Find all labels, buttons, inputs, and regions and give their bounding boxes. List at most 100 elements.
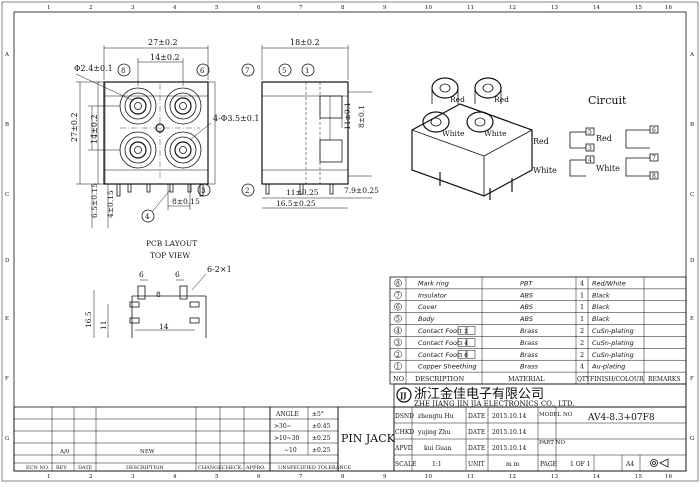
dim-side-d: 16.5±0.25 bbox=[276, 199, 316, 208]
zone-left-B: B bbox=[5, 122, 9, 128]
zone-left-C: C bbox=[5, 192, 9, 198]
svg-text:5: 5 bbox=[588, 129, 592, 136]
svg-text:Brass: Brass bbox=[520, 351, 539, 359]
svg-text:Cover: Cover bbox=[418, 303, 438, 311]
svg-text:1: 1 bbox=[580, 291, 584, 299]
bom-hdr-qty: QTY bbox=[577, 376, 591, 383]
pcb-dim-11: 11 bbox=[99, 320, 108, 330]
svg-text:1:1: 1:1 bbox=[432, 461, 442, 468]
svg-text:CHKD: CHKD bbox=[395, 429, 414, 436]
model-no: AV4-8.3+07F8 bbox=[587, 413, 655, 423]
bom-hdr-no: NO bbox=[393, 375, 404, 383]
company-logo: JJ bbox=[399, 391, 407, 400]
front-jack-tl bbox=[119, 87, 157, 125]
pcb-dim-8: 8 bbox=[156, 290, 161, 299]
zone-top-11: 11 bbox=[467, 5, 474, 11]
svg-text:Contact Foot: Contact Foot bbox=[418, 327, 460, 335]
svg-text:PAGE: PAGE bbox=[540, 461, 557, 468]
dim-pin-4: 4±0.15 bbox=[106, 190, 115, 218]
zone-bottom-13: 13 bbox=[551, 474, 558, 480]
zone-left-A: A bbox=[4, 52, 10, 58]
zone-top-2: 2 bbox=[89, 5, 93, 11]
svg-text:7: 7 bbox=[396, 292, 400, 299]
iso-label-0: Red bbox=[450, 95, 465, 104]
zone-right-D: D bbox=[690, 258, 695, 264]
iso-jack-2 bbox=[474, 77, 502, 104]
part-no-label: PART NO bbox=[539, 440, 565, 446]
dim-side-e: 7.9±0.25 bbox=[344, 186, 379, 195]
zone-bottom-9: 9 bbox=[383, 474, 387, 480]
svg-text:Body: Body bbox=[418, 315, 435, 323]
dim-side-b: 8±0.1 bbox=[357, 105, 366, 128]
iso-label-2: White bbox=[442, 129, 465, 138]
zone-bottom-12: 12 bbox=[509, 474, 516, 480]
svg-text:2015.10.14: 2015.10.14 bbox=[492, 429, 527, 436]
svg-text:Contact Foot: Contact Foot bbox=[418, 351, 460, 359]
zone-right-E: E bbox=[690, 316, 694, 322]
svg-text:1: 1 bbox=[396, 364, 400, 371]
balloon-4: 4 bbox=[145, 213, 150, 221]
zone-left-F: F bbox=[5, 376, 9, 382]
svg-text:3: 3 bbox=[588, 145, 592, 152]
svg-text:2: 2 bbox=[580, 327, 584, 335]
svg-text:>10~30: >10~30 bbox=[274, 435, 300, 442]
svg-text:5: 5 bbox=[396, 316, 400, 323]
dim-side-c: 11±0.25 bbox=[286, 188, 319, 197]
svg-text:1 2: 1 2 bbox=[459, 329, 468, 335]
revision-block: A/0 NEW ECN NO. REV DATE DESCRIPTION CHA… bbox=[13, 406, 352, 472]
zone-markers: 1122334455667788991010111112121313141415… bbox=[4, 5, 695, 480]
svg-text:CuSn-plating: CuSn-plating bbox=[592, 351, 634, 359]
svg-text:8: 8 bbox=[652, 173, 656, 180]
svg-text:Brass: Brass bbox=[520, 327, 539, 335]
svg-text:Contact Foot: Contact Foot bbox=[418, 339, 460, 347]
svg-text:ANGLE: ANGLE bbox=[275, 411, 299, 418]
svg-text:CHECK.: CHECK. bbox=[222, 465, 243, 471]
bom-hdr-desc: DESCRIPTION bbox=[415, 375, 464, 383]
svg-text:yujing Zhu: yujing Zhu bbox=[417, 429, 451, 436]
svg-text:2: 2 bbox=[580, 351, 584, 359]
dim-holes: 4-Φ3.5±0.1 bbox=[213, 114, 260, 123]
svg-text:Brass: Brass bbox=[520, 339, 539, 347]
zone-right-B: B bbox=[690, 122, 694, 128]
svg-text:DSND: DSND bbox=[395, 413, 414, 420]
svg-text:Copper Sheething: Copper Sheething bbox=[418, 363, 476, 371]
zone-top-14: 14 bbox=[593, 5, 600, 11]
zone-bottom-2: 2 bbox=[89, 474, 93, 480]
svg-text:~10: ~10 bbox=[284, 447, 297, 454]
isometric-view: Red Red White White bbox=[411, 77, 533, 200]
circuit-red-left: Red bbox=[533, 137, 549, 146]
zone-bottom-1: 1 bbox=[47, 474, 51, 480]
iso-label-1: Red bbox=[494, 95, 509, 104]
svg-text:2015.10.14: 2015.10.14 bbox=[492, 445, 527, 452]
svg-text:PBT: PBT bbox=[520, 279, 533, 287]
pcb-subtitle: TOP VIEW bbox=[150, 251, 190, 260]
zone-top-3: 3 bbox=[131, 5, 135, 11]
pcb-dim-6b: 6 bbox=[175, 270, 180, 279]
zone-left-E: E bbox=[5, 316, 9, 322]
zone-bottom-3: 3 bbox=[131, 474, 135, 480]
zone-top-12: 12 bbox=[509, 5, 516, 11]
iso-label-3: White bbox=[484, 129, 507, 138]
svg-text:DATE: DATE bbox=[468, 413, 485, 420]
product-name: PIN JACK bbox=[341, 432, 396, 445]
svg-text:7: 7 bbox=[652, 155, 656, 162]
svg-text:REV: REV bbox=[56, 465, 67, 471]
svg-text:ABS: ABS bbox=[519, 303, 533, 311]
svg-text:A/0: A/0 bbox=[59, 449, 70, 455]
zone-left-G: G bbox=[5, 436, 9, 442]
side-view: 18±0.2 7 5 1 11±0.1 8±0.1 11±0.25 16.5±0… bbox=[241, 38, 379, 209]
balloon-5: 5 bbox=[282, 67, 286, 75]
svg-text:UNIT: UNIT bbox=[468, 461, 485, 468]
zone-right-G: G bbox=[690, 436, 694, 442]
circuit-red-right: Red bbox=[596, 134, 612, 143]
svg-text:CHANGE.: CHANGE. bbox=[198, 465, 224, 471]
svg-text:Au-plating: Au-plating bbox=[591, 363, 625, 371]
